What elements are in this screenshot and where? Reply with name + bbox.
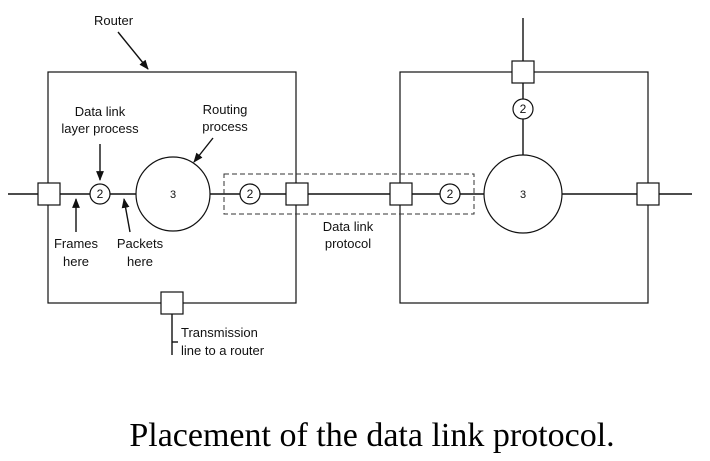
frames-here-label-1: Frames [54,236,99,251]
caption: Placement of the data link protocol. [129,417,614,454]
data-link-protocol-label-2: protocol [325,236,371,251]
right-routing-process [483,154,563,234]
transmission-line-label-2: line to a router [181,343,265,358]
packets-here-arrow [121,198,131,233]
routing-process-label-2: process [202,119,248,134]
left-routing-process [135,156,211,232]
right-inner-data-link-number: 2 [447,187,454,201]
router-label: Router [94,13,134,28]
right-network-layer-number: 3 [520,189,526,201]
right-outer-port [636,182,660,206]
right-top-data-link-process [512,98,534,120]
right-inner-port [389,182,413,206]
left-outer-data-link-number: 2 [97,187,104,201]
router-arrow [117,31,149,70]
right-top-port [511,60,535,84]
left-network-layer-number: 3 [170,189,176,201]
right-inner-data-link-process [439,183,461,205]
left-outer-port [37,182,61,206]
frames-here-label-2: here [63,254,89,269]
routing-process-label-1: Routing [203,102,248,117]
left-inner-data-link-number: 2 [247,187,254,201]
left-inner-data-link-process [239,183,261,205]
transmission-line-label-1: Transmission [181,325,258,340]
packets-here-label-1: Packets [117,236,164,251]
routing-process-arrow [193,137,214,163]
left-outer-data-link-process [89,183,111,205]
data-link-protocol-region [223,173,475,215]
packets-here-label-2: here [127,254,153,269]
right-top-data-link-number: 2 [520,102,527,116]
data-link-layer-process-label-2: layer process [61,121,139,136]
data-link-layer-process-label-1: Data link [75,104,126,119]
left-inner-port [285,182,309,206]
left-bottom-port [160,291,184,315]
data-link-protocol-label-1: Data link [323,219,374,234]
